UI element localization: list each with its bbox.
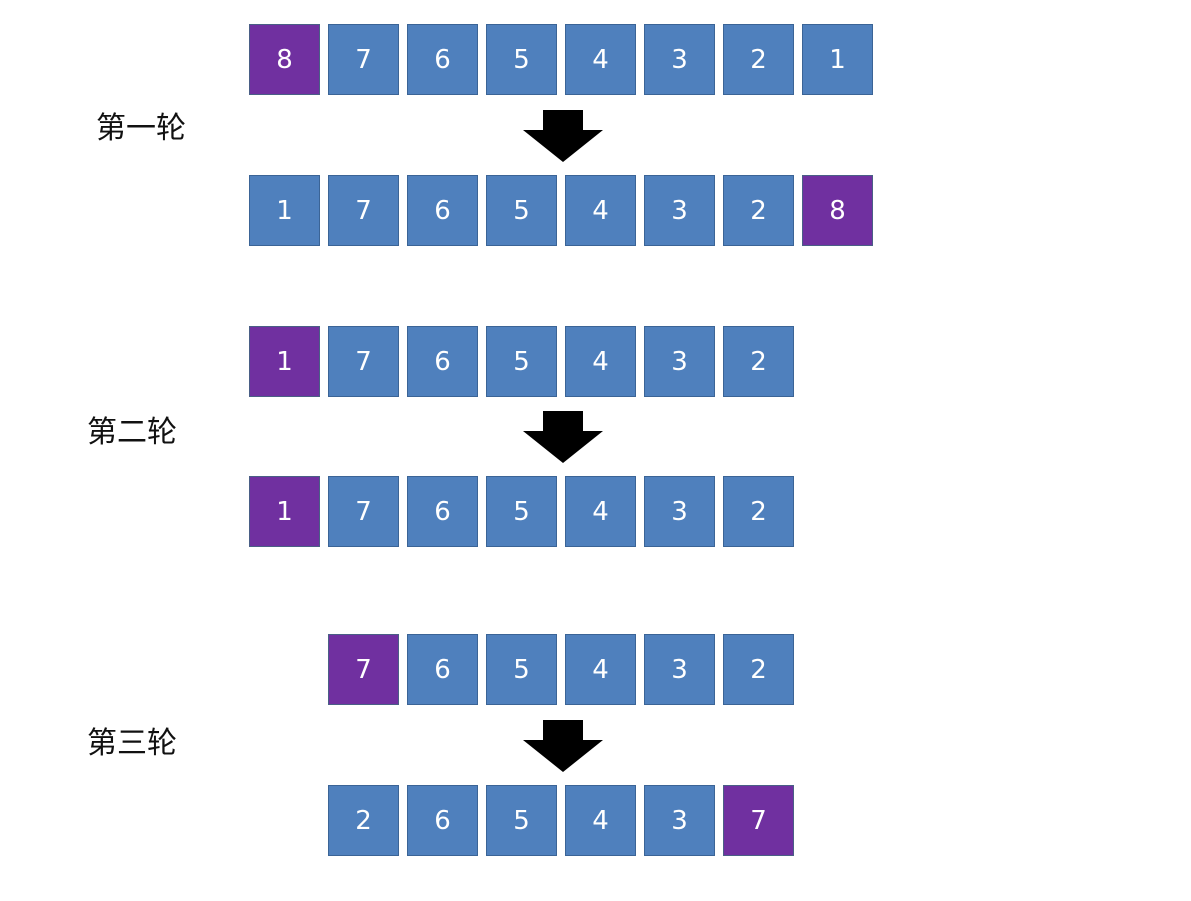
highlighted-array-cell: 1 [249,476,320,547]
highlighted-array-cell: 7 [328,634,399,705]
array-cell: 4 [565,175,636,246]
array-cell: 5 [486,24,557,95]
array-cell: 2 [723,175,794,246]
array-cell: 3 [644,175,715,246]
array-cell: 6 [407,476,478,547]
highlighted-array-cell: 8 [249,24,320,95]
array-cell: 2 [723,326,794,397]
round-label-3: 第三轮 [87,726,177,761]
array-cell: 5 [486,634,557,705]
round-label-2: 第二轮 [87,415,177,450]
array-cell: 7 [328,175,399,246]
array-cell: 6 [407,24,478,95]
highlighted-array-cell: 1 [249,326,320,397]
array-cell: 7 [328,476,399,547]
array-cell: 3 [644,476,715,547]
array-cell: 5 [486,326,557,397]
array-cell: 3 [644,785,715,856]
highlighted-array-cell: 8 [802,175,873,246]
down-arrow-icon [523,720,603,772]
array-cell: 6 [407,326,478,397]
array-cell: 4 [565,326,636,397]
array-cell: 2 [723,634,794,705]
down-arrow-icon [523,110,603,162]
array-cell: 4 [565,634,636,705]
array-cell: 6 [407,634,478,705]
array-cell: 5 [486,175,557,246]
down-arrow-icon [523,411,603,463]
array-cell: 1 [802,24,873,95]
array-cell: 3 [644,634,715,705]
array-cell: 7 [328,24,399,95]
array-cell: 3 [644,24,715,95]
array-cell: 6 [407,175,478,246]
array-cell: 4 [565,785,636,856]
array-cell: 2 [723,24,794,95]
array-cell: 5 [486,476,557,547]
array-cell: 2 [328,785,399,856]
array-cell: 7 [328,326,399,397]
round-label-1: 第一轮 [96,111,186,146]
highlighted-array-cell: 7 [723,785,794,856]
array-cell: 4 [565,476,636,547]
array-cell: 5 [486,785,557,856]
array-cell: 1 [249,175,320,246]
array-cell: 4 [565,24,636,95]
array-cell: 2 [723,476,794,547]
array-cell: 6 [407,785,478,856]
array-cell: 3 [644,326,715,397]
